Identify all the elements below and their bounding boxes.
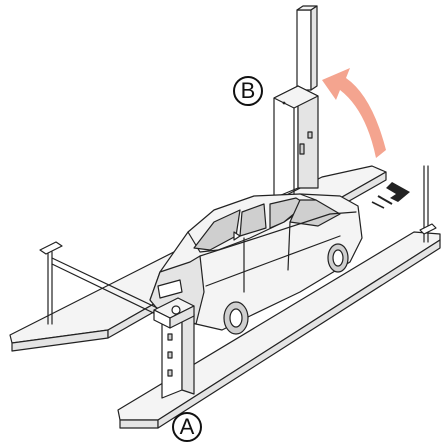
barrier-b-arm xyxy=(296,9,312,91)
callout-b: B xyxy=(233,76,263,106)
raise-arrow-icon xyxy=(322,68,386,158)
barrier-b xyxy=(273,5,319,199)
right-rail xyxy=(419,165,437,243)
front-curb xyxy=(117,231,441,429)
callout-a: A xyxy=(172,412,202,442)
car xyxy=(149,193,363,335)
barrier-a xyxy=(153,297,195,399)
travel-direction-icon xyxy=(371,182,410,209)
left-rail xyxy=(39,241,171,325)
